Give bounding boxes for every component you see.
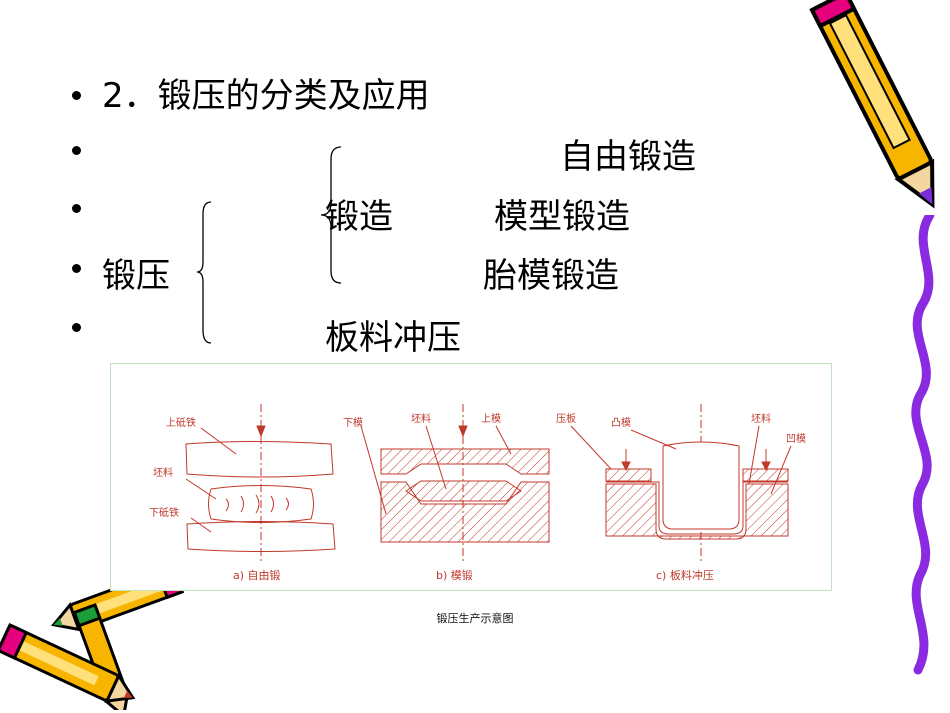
tree-leaf-tire-forging: 胎模锻造 bbox=[483, 256, 619, 296]
caption-panel-a: a) 自由锻 bbox=[233, 568, 281, 582]
label-female-die: 凹模 bbox=[786, 433, 806, 445]
label-lower-anvil: 下砥铁 bbox=[149, 506, 179, 519]
tree-branch-sheet-stamping: 板料冲压 bbox=[325, 318, 461, 358]
figure-caption: 锻压生产示意图 bbox=[436, 612, 514, 625]
tree-root: 锻压 bbox=[102, 256, 170, 296]
label-blank-c: 坯料 bbox=[751, 412, 771, 425]
tree-leaf-free-forging: 自由锻造 bbox=[560, 137, 696, 177]
bullet-dot bbox=[72, 323, 81, 332]
brace-outer bbox=[196, 201, 212, 344]
label-blank-a: 坯料 bbox=[153, 466, 173, 479]
tree-branch-forging: 锻造 bbox=[325, 197, 393, 237]
bullet-dot bbox=[72, 204, 81, 213]
label-punch: 凸模 bbox=[611, 417, 631, 429]
pencil-icon-top-right bbox=[809, 0, 935, 209]
label-upper-anvil: 上砥铁 bbox=[166, 416, 196, 429]
label-upper-die: 上模 bbox=[481, 413, 501, 425]
label-blank-b: 坯料 bbox=[411, 412, 431, 425]
bullet-dot bbox=[72, 264, 81, 273]
bullet-dot bbox=[72, 146, 81, 155]
brace-inner bbox=[320, 146, 342, 284]
bullet-dot bbox=[72, 91, 81, 100]
slide-heading: 2．锻压的分类及应用 bbox=[102, 76, 430, 116]
label-lower-die: 下模 bbox=[343, 417, 363, 429]
panel-free-forging bbox=[185, 404, 336, 564]
forging-diagram-frame: 上砥铁 坯料 下砥铁 a) 自由锻 下模 坯料 上模 b) 模锻 bbox=[110, 363, 832, 591]
tree-leaf-die-forging: 模型锻造 bbox=[494, 197, 630, 237]
purple-squiggle-decoration bbox=[911, 215, 935, 675]
caption-panel-b: b) 模锻 bbox=[436, 568, 473, 582]
label-press-plate: 压板 bbox=[556, 412, 576, 425]
panel-die-forging bbox=[360, 404, 550, 564]
panel-sheet-stamping bbox=[570, 404, 792, 564]
forging-diagram: 上砥铁 坯料 下砥铁 a) 自由锻 下模 坯料 上模 b) 模锻 bbox=[149, 404, 806, 582]
caption-panel-c: c) 板料冲压 bbox=[656, 568, 714, 582]
